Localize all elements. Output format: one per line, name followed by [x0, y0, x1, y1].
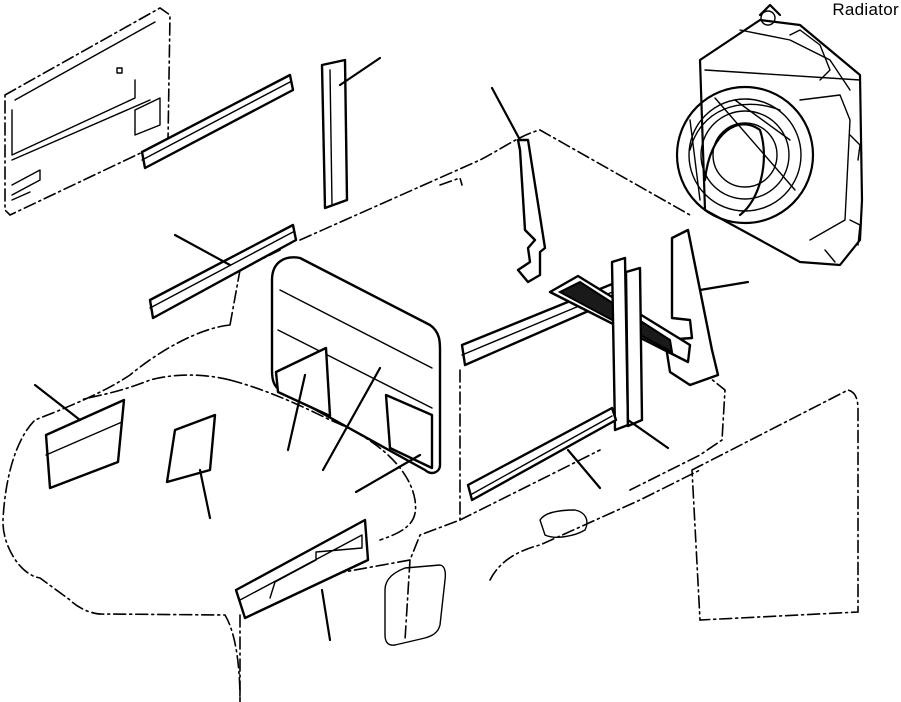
radiator-label: Radiator — [832, 0, 899, 19]
lower-left-pads — [33, 383, 447, 646]
radiator-assembly — [675, 3, 864, 267]
center-insulation-block — [270, 256, 442, 494]
machine-body-outline — [2, 129, 726, 702]
rear-right-panel — [691, 389, 859, 621]
side-panel-upper-left — [4, 7, 171, 216]
rear-brackets — [466, 86, 750, 538]
